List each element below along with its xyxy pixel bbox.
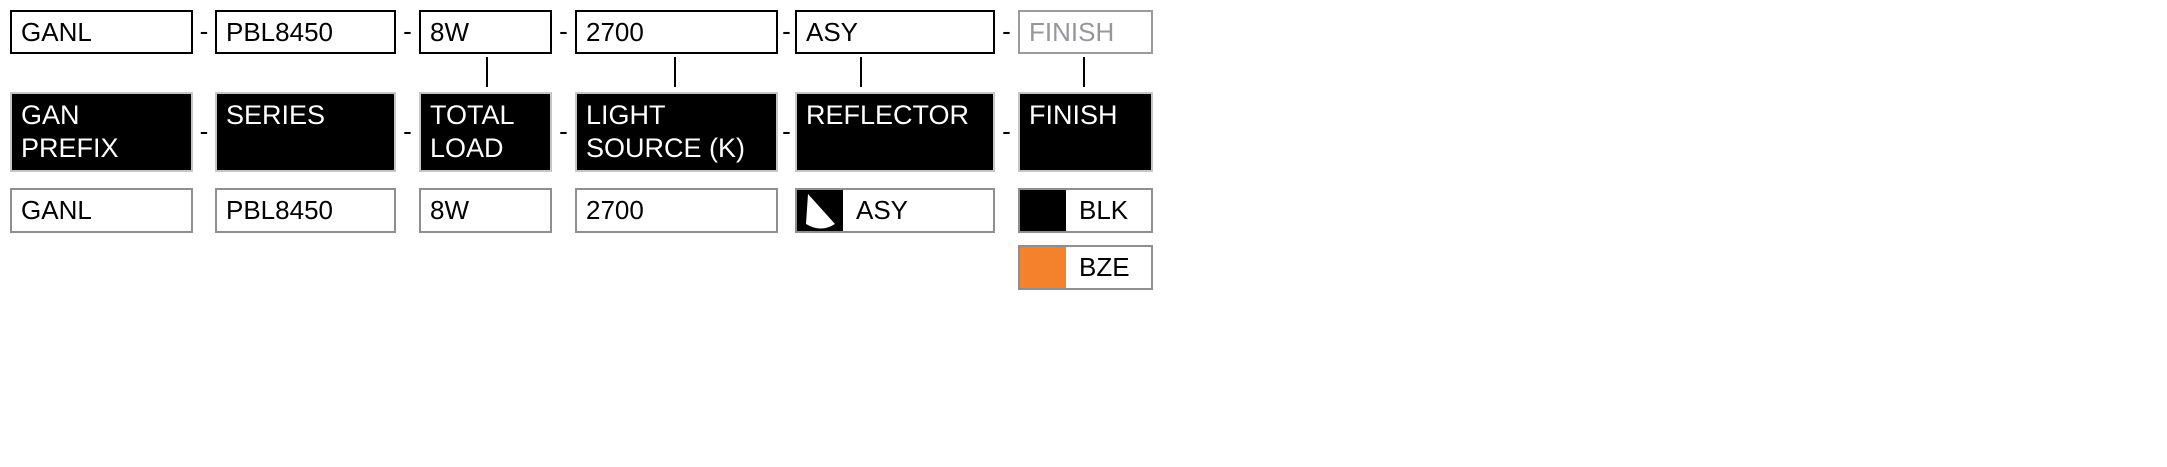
column-header-light-source: LIGHT SOURCE (K) [575,92,778,172]
code-separator-dash: - [559,16,568,46]
option-blk-label: BLK [1079,195,1129,225]
option-pbl8450-label: PBL8450 [226,195,333,225]
connector-line-light-source [674,57,676,87]
column-header-finish: FINISH [1018,92,1153,172]
code-segment-series-value: PBL8450 [226,16,333,47]
header-separator-dash: - [559,116,568,146]
code-separator-dash: - [782,16,791,46]
code-segment-reflector[interactable]: ASY [795,10,995,54]
code-segment-light-source[interactable]: 2700 [575,10,778,54]
code-segment-prefix[interactable]: GANL [10,10,193,54]
option-bze[interactable]: BZE [1018,245,1153,290]
option-8w[interactable]: 8W [419,188,552,233]
code-segment-total-load[interactable]: 8W [419,10,552,54]
option-asy[interactable]: ASY [795,188,995,233]
option-pbl8450[interactable]: PBL8450 [215,188,396,233]
code-segment-finish[interactable]: FINISH [1018,10,1153,54]
option-asy-label: ASY [856,195,909,225]
code-segment-light-source-value: 2700 [586,16,644,47]
connector-line-reflector [860,57,862,87]
option-2700-label: 2700 [586,195,644,225]
code-segment-finish-placeholder: FINISH [1029,16,1115,47]
option-ganl-label: GANL [21,195,92,225]
code-separator-dash: - [199,16,209,46]
finish-swatch-bronze [1020,247,1066,288]
code-segment-prefix-value: GANL [21,16,92,47]
option-blk[interactable]: BLK [1018,188,1153,233]
finish-swatch-black [1020,190,1066,231]
column-header-total-load: TOTAL LOAD [419,92,552,172]
header-separator-dash: - [782,116,791,146]
header-separator-dash: - [199,116,209,146]
option-bze-label: BZE [1079,252,1130,282]
code-segment-series[interactable]: PBL8450 [215,10,396,54]
option-2700[interactable]: 2700 [575,188,778,233]
code-separator-dash: - [403,16,412,46]
code-separator-dash: - [1002,16,1011,46]
connector-line-total-load [486,57,488,87]
column-header-gan-prefix: GAN PREFIX [10,92,193,172]
column-header-reflector: REFLECTOR [795,92,995,172]
asymmetric-reflector-icon [797,190,843,231]
header-separator-dash: - [403,116,412,146]
code-segment-total-load-value: 8W [430,16,469,47]
code-segment-reflector-value: ASY [806,16,859,47]
header-separator-dash: - [1002,116,1011,146]
column-header-series: SERIES [215,92,396,172]
connector-line-finish [1083,57,1085,87]
option-ganl[interactable]: GANL [10,188,193,233]
option-8w-label: 8W [430,195,469,225]
